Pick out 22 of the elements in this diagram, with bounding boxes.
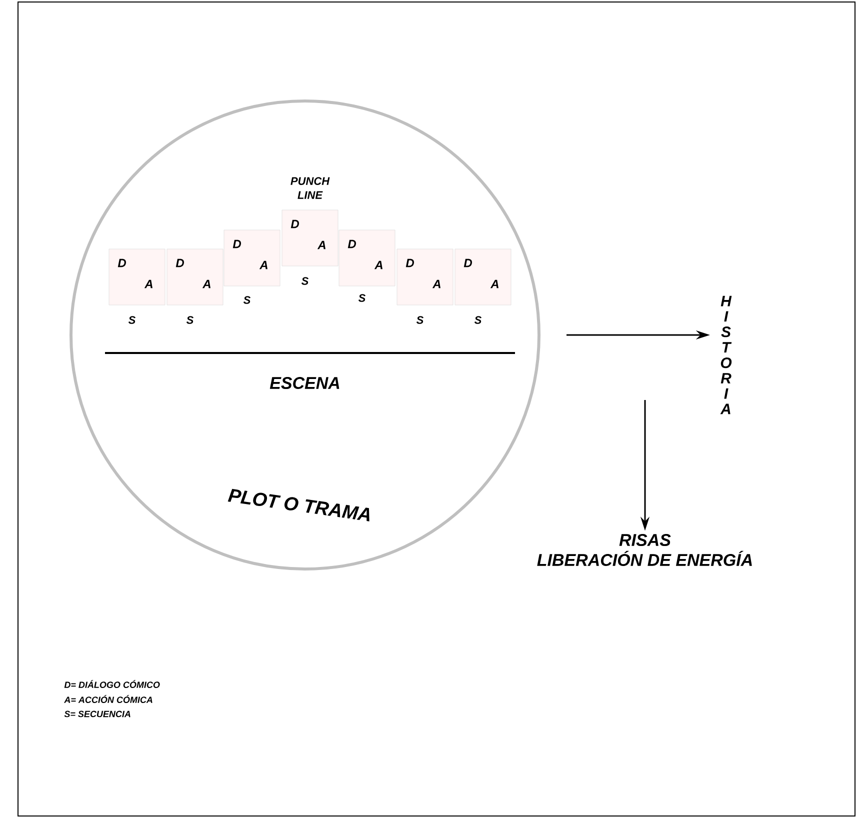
scene-box: D A — [108, 248, 166, 306]
key-label: D= DIÁLOGO CÓMICO — [64, 680, 160, 688]
scene-label: ESCENA — [270, 376, 340, 390]
story-label: HISTORIA — [720, 296, 732, 414]
key-label: S= SECUENCIA — [64, 710, 130, 718]
scene-box: D A — [338, 230, 396, 286]
sequence-label: S — [358, 294, 366, 302]
scene-box: D A — [166, 248, 224, 306]
sequence-label: S — [243, 296, 251, 304]
sequence-label: S — [186, 316, 194, 324]
sequence-label: S — [128, 316, 136, 324]
scene-box: D A — [454, 248, 512, 306]
sequence-label: S — [416, 316, 424, 324]
key-label: A= ACCIÓN CÓMICA — [64, 694, 152, 704]
scene-box: D A — [224, 230, 280, 286]
scene-box: D A — [282, 210, 338, 266]
result-label: RISAS LIBERACIÓN DE ENERGÍA — [537, 534, 752, 566]
plot-label: PLOT O TRAMA — [228, 488, 370, 522]
sequence-label: S — [474, 316, 482, 324]
scene-box: D A — [396, 248, 454, 306]
sequence-label: S — [301, 277, 309, 285]
punch-line-label: PUNCH LINE — [290, 177, 330, 199]
